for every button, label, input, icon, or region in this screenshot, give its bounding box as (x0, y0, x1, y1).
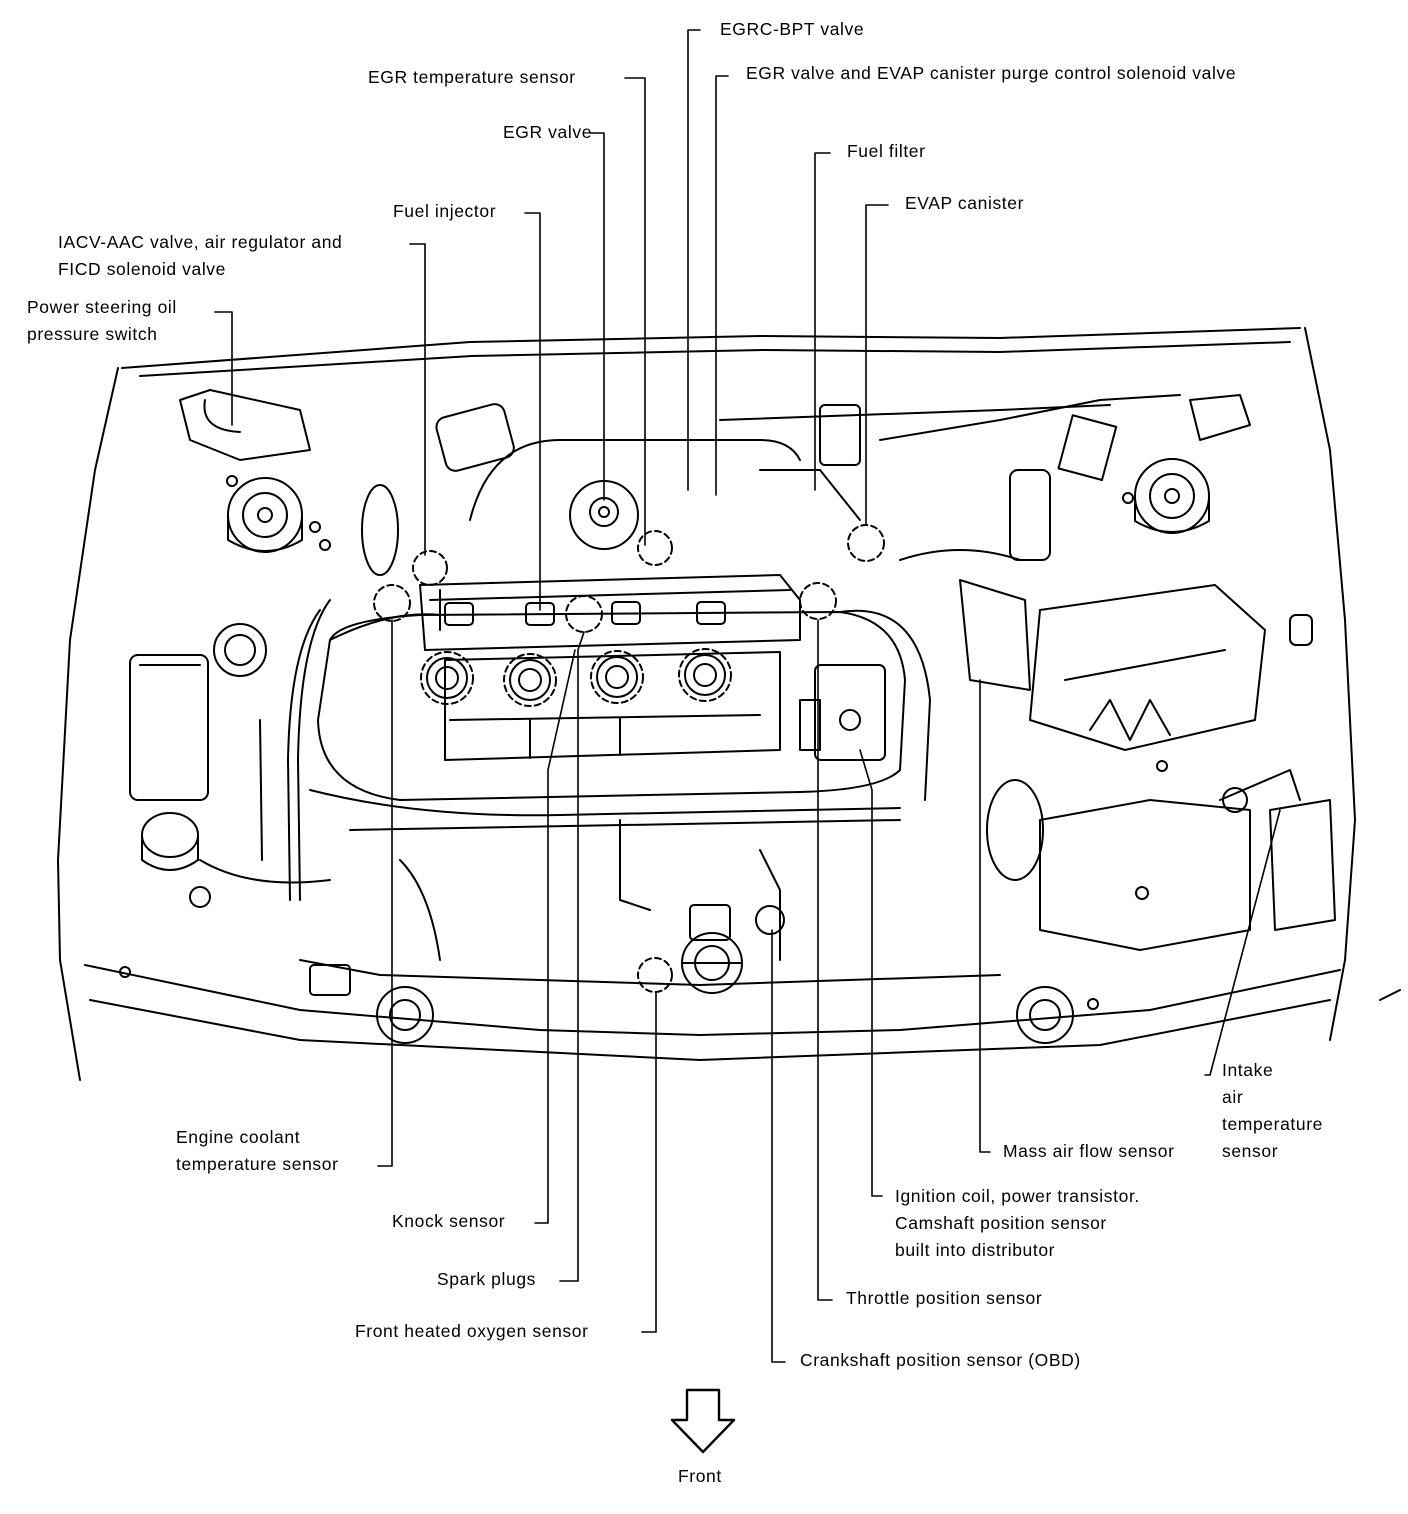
label-front-heated-oxygen-sensor: Front heated oxygen sensor (355, 1321, 589, 1341)
front-o2-indicator (637, 957, 673, 993)
label-evap-canister: EVAP canister (905, 193, 1025, 213)
injectors (429, 589, 791, 626)
label-mass-air-flow-sensor: Mass air flow sensor (1003, 1141, 1175, 1161)
leader-spark (559, 631, 585, 1282)
label-egr-valve: EGR valve (503, 122, 593, 142)
distributor-part (799, 664, 886, 761)
spark-plug-towers (426, 654, 726, 701)
ect-indicator (373, 584, 411, 622)
leader-fuel-filter (814, 152, 831, 491)
label-egrc-bpt-valve: EGRC-BPT valve (720, 19, 865, 39)
injector-ring-1 (420, 651, 474, 705)
leader-egr-evap (715, 75, 729, 496)
front-arrow-icon (670, 1388, 736, 1454)
leader-tps (817, 619, 833, 1301)
leader-lines (214, 29, 1281, 1363)
label-spark-plugs: Spark plugs (437, 1269, 537, 1289)
injector-ring-3 (590, 650, 644, 704)
label-throttle-position-sensor: Throttle position sensor (846, 1288, 1043, 1308)
evap-indicator (847, 524, 885, 562)
label-iacv-aac: IACV-AAC valve, air regulator and FICD s… (58, 232, 343, 279)
egr-temp-indicator (637, 530, 673, 566)
leader-ps-switch (214, 311, 233, 426)
tps-indicator (799, 582, 837, 620)
label-power-steering-switch: Power steering oil pressure switch (27, 297, 177, 344)
leader-iacv (409, 243, 426, 556)
label-engine-coolant-temperature-sensor: Engine coolant temperature sensor (176, 1127, 339, 1174)
dashed-indicator-circles (373, 524, 885, 993)
label-egr-evap-solenoid: EGR valve and EVAP canister purge contro… (746, 63, 1237, 83)
strut-tower-left (227, 477, 303, 553)
leader-fuel-injector (524, 212, 541, 611)
air-cleaner-box (959, 579, 1336, 951)
label-knock-sensor: Knock sensor (392, 1211, 506, 1231)
injector-ring-2 (503, 653, 557, 707)
leader-knock (534, 649, 576, 1224)
radiator-cap (681, 932, 743, 994)
label-fuel-filter: Fuel filter (847, 141, 926, 161)
strut-tower-right (1134, 458, 1210, 534)
iacv-indicator (412, 550, 448, 586)
hoses (199, 394, 1181, 986)
spark-plug-indicator (565, 595, 603, 633)
leader-ect (377, 619, 393, 1167)
injector-ring-4 (678, 648, 732, 702)
leader-ignition (859, 749, 883, 1197)
leader-egrc-bpt (687, 29, 701, 491)
hood-outline (57, 327, 1401, 1081)
label-ignition-coil: Ignition coil, power transistor. Camshaf… (895, 1186, 1140, 1260)
leader-maf (979, 679, 991, 1153)
leader-egr-temp (624, 77, 646, 546)
label-intake-air-temperature-sensor: Intake air temperature sensor (1222, 1060, 1323, 1161)
leader-crank (771, 929, 786, 1363)
leader-front-o2 (641, 991, 657, 1333)
label-crankshaft-position-sensor: Crankshaft position sensor (OBD) (800, 1350, 1081, 1370)
leader-evap (865, 204, 889, 526)
brake-reservoir (129, 623, 267, 871)
leader-egr-valve (589, 132, 605, 501)
label-fuel-injector: Fuel injector (393, 201, 497, 221)
label-egr-temperature-sensor: EGR temperature sensor (368, 67, 576, 87)
label-front: Front (678, 1466, 722, 1486)
leader-intake-air (1204, 809, 1281, 1076)
misc-components (119, 389, 1313, 1044)
